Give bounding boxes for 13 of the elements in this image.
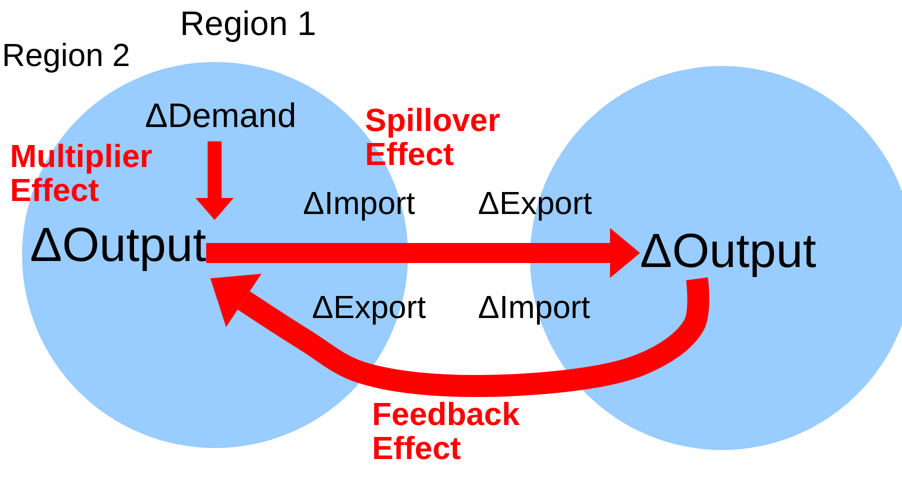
region-label: Region 2	[2, 38, 130, 74]
flow-label: ΔImport	[478, 290, 590, 326]
node-label: ΔOutput	[30, 220, 206, 273]
flow-label: ΔImport	[303, 186, 416, 222]
node-label: ΔDemand	[145, 98, 296, 136]
region-label: Region 1	[180, 6, 316, 44]
edge-label: Spillover Effect	[365, 104, 502, 172]
edge-label: Feedback Effect	[372, 398, 521, 466]
flow-label: ΔExport	[478, 186, 592, 222]
edge-label: Multiplier Effect	[10, 140, 154, 208]
node-label: ΔOutput	[640, 226, 816, 279]
flow-label: ΔExport	[312, 290, 426, 326]
arrow	[196, 141, 234, 220]
